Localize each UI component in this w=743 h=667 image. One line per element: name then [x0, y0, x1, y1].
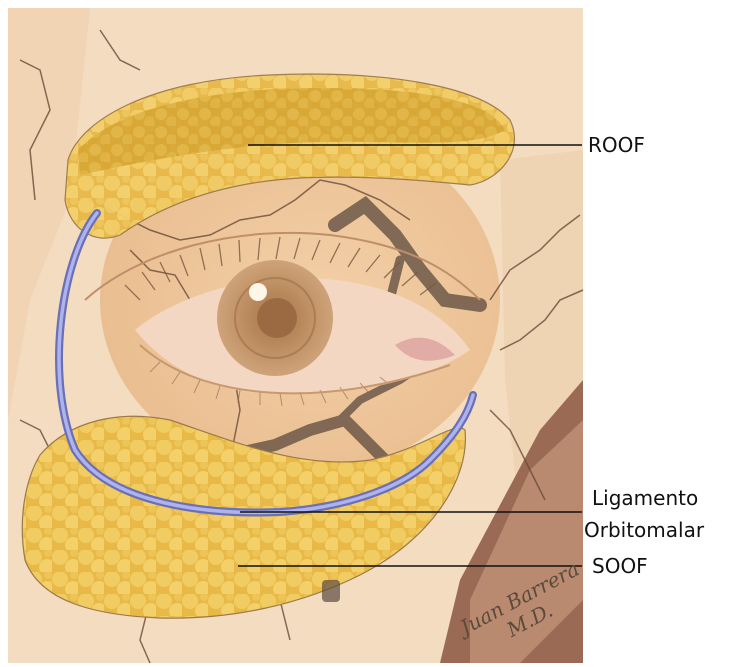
- dark-mark: [322, 580, 340, 602]
- roof-label: ROOF: [588, 133, 645, 157]
- eye-highlight: [249, 283, 267, 301]
- ligament-label-line1: Ligamento: [592, 486, 698, 510]
- soof-label: SOOF: [592, 554, 648, 578]
- ligament-label-line2: Orbitomalar: [584, 518, 705, 542]
- pupil: [257, 298, 297, 338]
